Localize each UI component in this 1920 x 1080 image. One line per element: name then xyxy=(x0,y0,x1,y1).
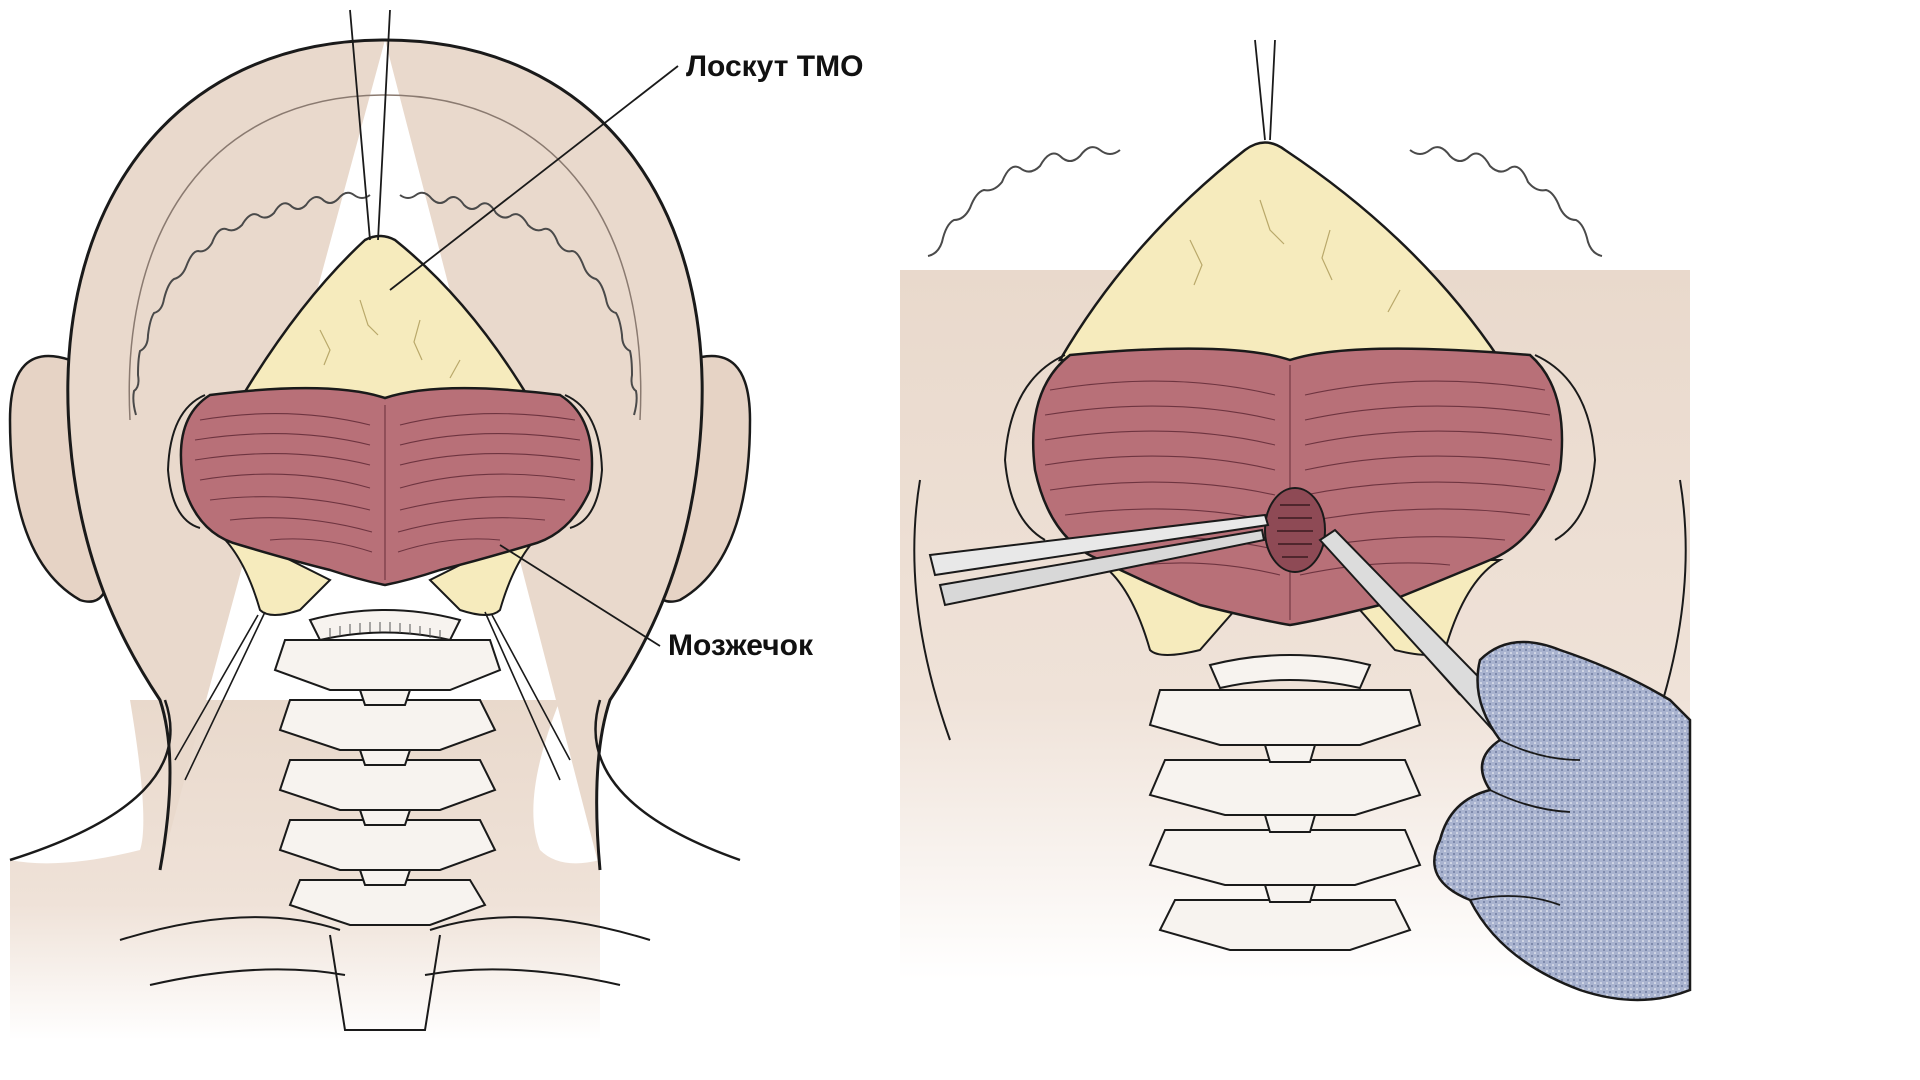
stay-suture-lower-left xyxy=(174,611,266,781)
label-dura-flap: Лоскут ТМО xyxy=(686,50,864,83)
bone-rim-left xyxy=(166,394,206,529)
stay-suture-lower-right xyxy=(484,611,571,781)
neck-shoulders xyxy=(10,700,600,1040)
field-cervical-spine xyxy=(1148,689,1422,951)
leader-cerebellum xyxy=(499,544,661,647)
field-bone-rim-left xyxy=(1003,354,1066,541)
field-dura-flap xyxy=(1057,141,1503,362)
field-suture-right xyxy=(1409,146,1603,257)
label-cerebellum: Мозжечок xyxy=(668,629,814,662)
field-bone-rim-right xyxy=(1534,354,1597,541)
atlas-hatching xyxy=(329,622,441,639)
right-panel xyxy=(900,39,1692,1002)
cervical-spine xyxy=(273,639,502,926)
left-panel xyxy=(8,9,752,1040)
field-dura-vessels xyxy=(1189,199,1401,313)
incision-site xyxy=(1264,487,1326,573)
neck-outline xyxy=(9,699,741,862)
field-suture-left xyxy=(927,146,1121,257)
left-ear xyxy=(8,354,112,603)
leader-dura-flap xyxy=(389,65,679,291)
bone-rim-right xyxy=(564,394,604,529)
field-stay-suture-top xyxy=(1254,39,1276,141)
stay-suture-top xyxy=(349,9,391,241)
field-dura-lower-left xyxy=(1091,559,1237,656)
incision-detail xyxy=(1277,504,1313,558)
forceps-icon xyxy=(928,513,1270,607)
shoulder-bones xyxy=(119,916,651,1031)
field-cerebellum-folia xyxy=(1044,365,1553,620)
field-outline-left xyxy=(913,479,951,741)
glove-finger-lines xyxy=(1469,739,1581,906)
suture-right xyxy=(399,191,638,416)
suture-left xyxy=(132,191,371,416)
field-atlas-arch xyxy=(1208,654,1372,690)
dura-flap xyxy=(237,234,533,402)
cerebellum-folia xyxy=(194,405,581,580)
skull-line xyxy=(128,94,642,421)
cerebellum xyxy=(179,386,594,587)
dura-vessels xyxy=(319,299,461,379)
gloved-hand-icon xyxy=(1433,640,1692,1002)
atlas-arch xyxy=(308,609,462,642)
